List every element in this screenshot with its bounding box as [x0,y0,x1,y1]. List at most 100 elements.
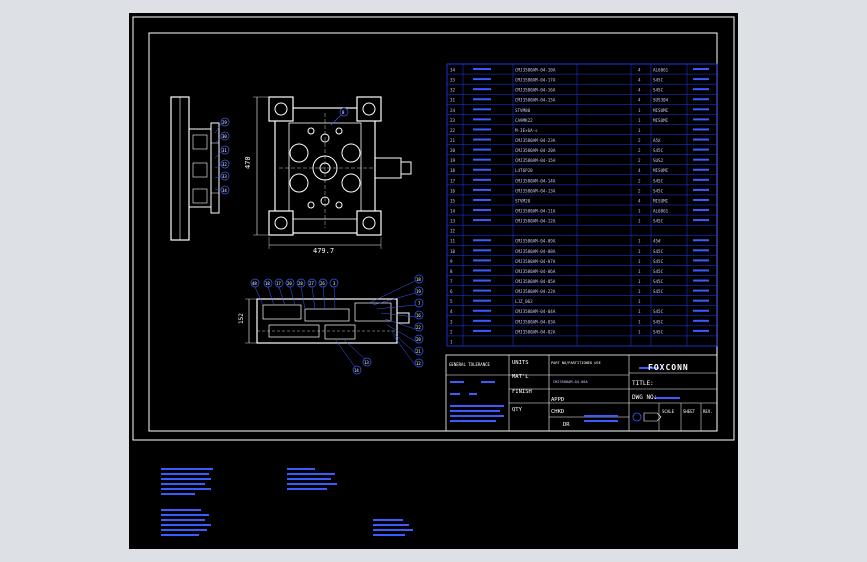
bom-name-placeholder [473,98,491,101]
front-section-view [245,274,424,375]
bom-quantity: 2 [638,148,641,153]
balloon-side-30: 30 [222,134,227,139]
balloon-front-14: 14 [354,368,359,373]
bom-material: S45C [653,309,664,314]
bom-note-placeholder [693,259,709,262]
bom-note-placeholder [693,319,709,322]
bom-item-number: 24 [450,108,456,113]
bom-quantity: 1 [638,108,641,113]
bom-quantity: 1 [638,289,641,294]
bom-name-placeholder [473,198,491,201]
bom-quantity: 2 [638,138,641,143]
bom-note-placeholder [693,88,709,91]
bom-quantity: 4 [638,168,641,173]
bom-material: MISUMI [653,198,669,203]
bom-item-number: 18 [450,168,456,173]
bom-part-number: LJZ_062 [515,299,533,304]
drawing-sheet: 470 479.7 8 29 30 31 32 33 34 [132,16,735,536]
bom-note-placeholder [693,309,709,312]
bom-item-number: 21 [450,138,456,143]
dim-height: 470 [244,156,252,169]
bom-quantity: 1 [638,269,641,274]
bom-item-number: 32 [450,88,456,93]
bom-item-number: 19 [450,158,456,163]
label-sheet: SHEET [683,409,696,414]
bom-item-number: 3 [450,319,453,324]
bom-part-number: CMJ3580AM-04-17A [515,78,556,83]
bom-quantity: 1 [638,249,641,254]
bom-note-placeholder [693,209,709,212]
bom-note-placeholder [693,299,709,302]
bom-name-placeholder [473,329,491,332]
bom-material: SUS2 [653,158,664,163]
bom-quantity: 1 [638,319,641,324]
bom-note-placeholder [693,108,709,111]
bom-part-number: CMJ3580AM-04-20A [515,148,556,153]
bom-note-placeholder [693,98,709,101]
bom-note-placeholder [693,329,709,332]
side-view [170,96,220,241]
balloon-top-8: 8 [342,110,345,115]
label-matl: MAT'L [512,374,529,380]
bom-name-placeholder [473,259,491,262]
bom-quantity: 4 [638,67,641,72]
label-dr: DR [563,422,570,428]
bom-item-number: 2 [450,329,453,334]
bom-item-number: 22 [450,128,456,133]
bom-quantity: 1 [638,208,641,213]
bom-note-placeholder [693,188,709,191]
bom-quantity: 2 [638,188,641,193]
bom-name-placeholder [473,279,491,282]
bom-name-placeholder [473,188,491,191]
bom-note-placeholder [693,78,709,81]
bom-material: S45C [653,249,664,254]
bom-note-placeholder [693,168,709,171]
bom-part-number: CMJ3580AM-04-10A [515,67,556,72]
bom-name-placeholder [473,309,491,312]
bom-material: S45C [653,78,664,83]
balloon-front-13: 13 [364,360,369,365]
balloon-front-48: 48 [252,281,257,286]
label-finish: FINISH [512,389,532,395]
bom-item-number: 7 [450,279,453,284]
bom-item-number: 15 [450,198,456,203]
label-dwg-no: DWG NO: [632,394,657,401]
bom-part-number: CMJ3580AM-04-23A [515,138,556,143]
bom-name-placeholder [473,289,491,292]
bom-note-placeholder [693,118,709,121]
bom-part-number: CMJ3580AM-04-15A [515,158,556,163]
label-title: TITLE: [632,380,654,387]
bom-note-placeholder [693,289,709,292]
bom-item-number: 17 [450,178,456,183]
bom-material: S45C [653,178,664,183]
bom-item-number: 1 [450,339,453,344]
bom-item-number: 13 [450,219,456,224]
foxconn-logo: FOXCONN [648,363,689,372]
bom-material: A5X [653,138,661,143]
bom-part-number: CMJ3580AM-04-16A [515,88,556,93]
bom-quantity: 1 [638,259,641,264]
bom-name-placeholder [473,108,491,111]
bom-material: MISUMI [653,108,669,113]
bom-name-placeholder [473,78,491,81]
bom-material: S45C [653,289,664,294]
balloon-front-3: 3 [333,281,336,286]
bom-name-placeholder [473,158,491,161]
label-rev: REV. [703,409,713,414]
bom-part-number: CMJ3580AM-04-03A [515,319,556,324]
bom-name-placeholder [473,148,491,151]
bom-material: S45C [653,188,664,193]
balloon-front-21: 21 [416,349,421,354]
bom-part-number: CA9MK22 [515,118,533,123]
bom-note-placeholder [693,138,709,141]
cad-drawing-canvas[interactable]: 470 479.7 8 29 30 31 32 33 34 [129,13,738,549]
label-appd: APPD [551,397,564,403]
bom-material: 45# [653,239,661,244]
label-tolerance: GENERAL TOLERANCE [449,362,491,367]
bom-note-placeholder [693,279,709,282]
bom-quantity: 1 [638,239,641,244]
bom-quantity: 4 [638,88,641,93]
bom-material: S45C [653,148,664,153]
bom-quantity: 2 [638,158,641,163]
bom-item-number: 34 [450,67,456,72]
